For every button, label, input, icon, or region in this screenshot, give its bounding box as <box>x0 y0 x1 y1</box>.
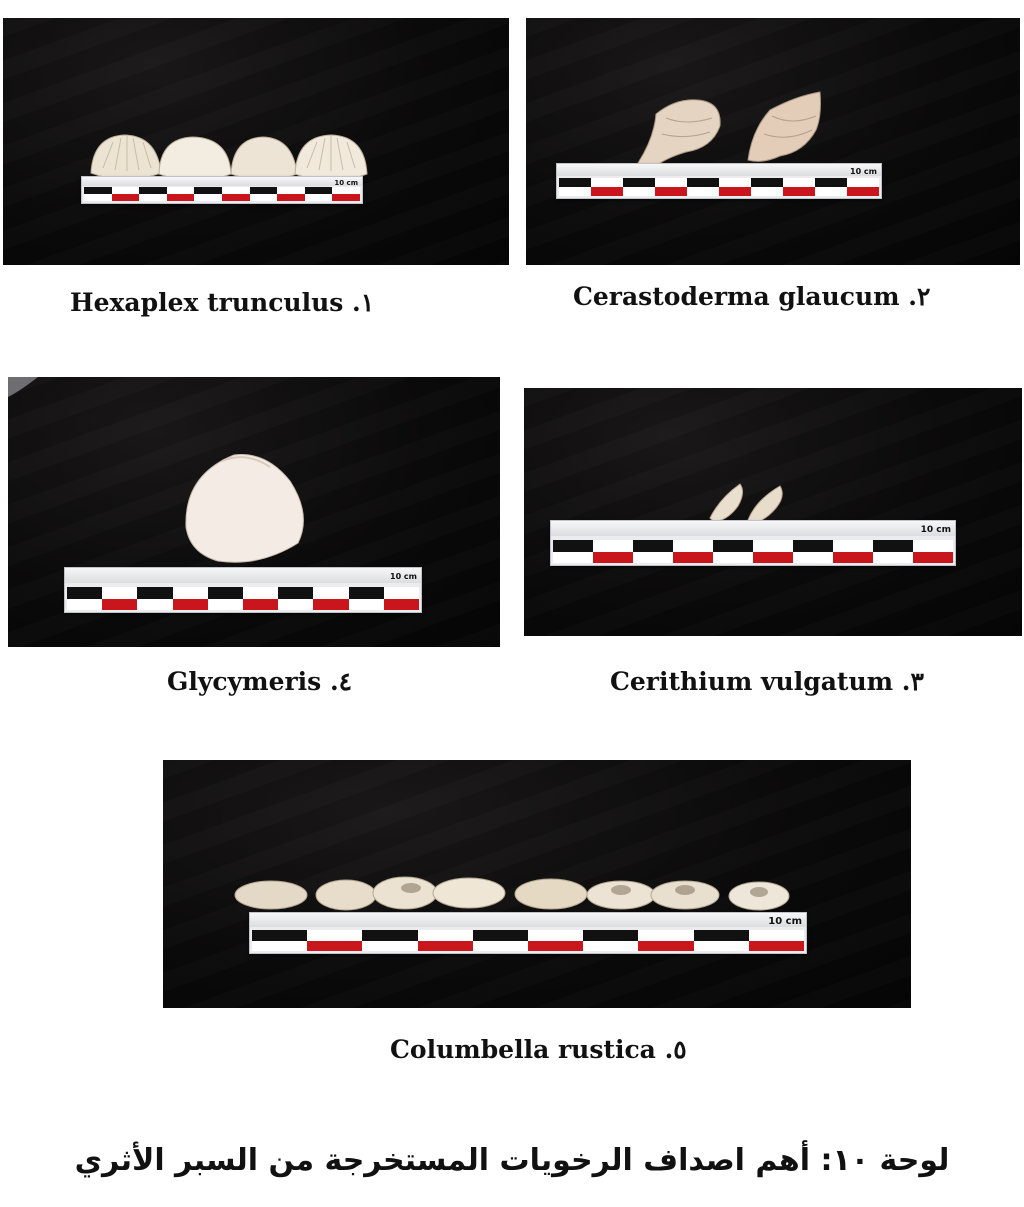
scale-label: 10 cm <box>920 525 951 535</box>
caption-panel-4: Glycymeris .٤ <box>167 667 353 696</box>
photo-panel-2: 10 cm <box>526 18 1020 265</box>
scale-label: 10 cm <box>768 916 802 927</box>
plate-caption: لوحة ١٠: أهم اصداف الرخويات المستخرجة من… <box>74 1143 950 1178</box>
photo-panel-1: 10 cm <box>3 18 509 265</box>
shell-glycymeris <box>8 377 304 563</box>
caption-panel-2: Cerastoderma glaucum .٢ <box>573 282 931 311</box>
scale-label: 10 cm <box>334 179 358 187</box>
scale-ruler: 10 cm <box>550 520 956 566</box>
scale-label: 10 cm <box>850 167 877 176</box>
caption-panel-5: Columbella rustica .٥ <box>390 1035 687 1064</box>
caption-panel-1: Hexaplex trunculus .١ <box>70 288 375 317</box>
photo-panel-3: 10 cm <box>524 388 1022 636</box>
shells-columbella-group <box>234 876 790 911</box>
scale-ruler: 10 cm <box>81 176 363 204</box>
scale-ruler: 10 cm <box>249 912 807 954</box>
scale-label: 10 cm <box>390 572 417 581</box>
scale-ruler: 10 cm <box>556 163 882 199</box>
scale-ruler: 10 cm <box>64 567 422 613</box>
shells-hexaplex-group <box>637 91 821 168</box>
photo-panel-4: 10 cm <box>8 377 500 647</box>
shells-cerithium-group <box>709 483 783 525</box>
caption-panel-3: Cerithium vulgatum .٣ <box>610 667 924 696</box>
shells-cockle-group <box>90 134 368 182</box>
photo-panel-5: 10 cm <box>163 760 911 1008</box>
